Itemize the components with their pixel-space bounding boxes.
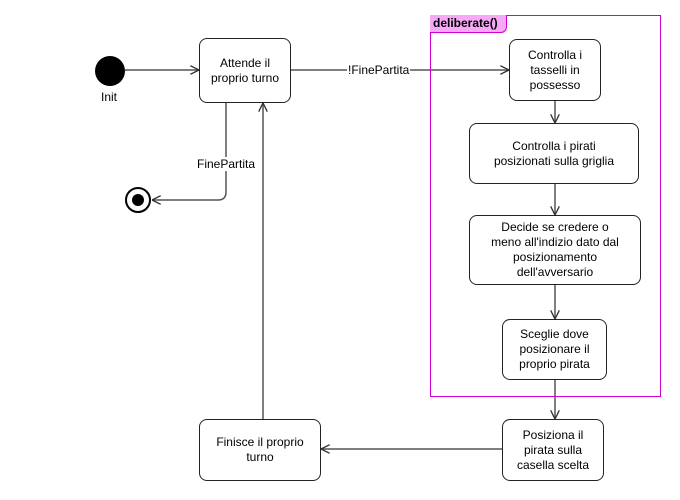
deliberate-frame-title: deliberate()	[430, 15, 507, 33]
state-finisce-turno-label: Finisce il proprio turno	[216, 435, 304, 464]
transition-label-not-fine-partita: !FinePartita	[347, 63, 411, 77]
initial-node-label: Init	[101, 90, 118, 104]
state-posiziona-label: Posiziona il pirata sulla casella scelta	[516, 427, 590, 472]
state-sceglie-label: Sceglie dove posizionare il proprio pira…	[519, 327, 590, 371]
state-sceglie[interactable]: Sceglie dove posizionare il proprio pira…	[502, 319, 607, 380]
state-controlla-tasselli-label: Controlla i tasselli in possesso	[527, 47, 583, 92]
state-controlla-tasselli[interactable]: Controlla i tasselli in possesso	[509, 39, 601, 101]
arrow-attende-to-final	[152, 102, 227, 200]
state-finisce-turno[interactable]: Finisce il proprio turno	[199, 419, 321, 481]
initial-node	[95, 56, 125, 86]
state-controlla-pirati[interactable]: Controlla i pirati posizionati sulla gri…	[469, 123, 639, 184]
state-attende-turno-label: Attende il proprio turno	[210, 55, 280, 85]
state-decide-label: Decide se credere o meno all'indizio dat…	[491, 220, 619, 279]
transition-label-fine-partita: FinePartita	[196, 157, 257, 171]
final-node-core	[132, 194, 144, 206]
state-attende-turno[interactable]: Attende il proprio turno	[199, 38, 291, 103]
final-node	[125, 187, 151, 213]
state-posiziona[interactable]: Posiziona il pirata sulla casella scelta	[502, 419, 604, 481]
state-decide[interactable]: Decide se credere o meno all'indizio dat…	[469, 215, 641, 285]
deliberate-frame	[430, 15, 661, 397]
state-controlla-pirati-label: Controlla i pirati posizionati sulla gri…	[493, 138, 615, 168]
